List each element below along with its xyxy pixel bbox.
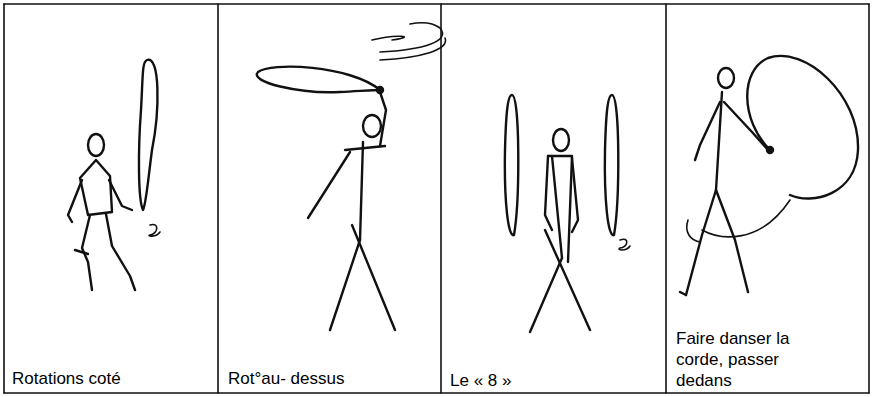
- stick-figure: [308, 92, 395, 330]
- arm: [545, 156, 552, 230]
- leg: [716, 190, 748, 292]
- rope-loop: [747, 56, 858, 199]
- motion-mark: [619, 239, 630, 250]
- table-border: [665, 4, 667, 393]
- arm: [572, 158, 578, 232]
- leg: [352, 225, 395, 330]
- torso: [80, 160, 112, 215]
- caption: Faire danser la corde, passer dedans: [676, 328, 826, 391]
- arm: [109, 180, 132, 210]
- motion-mark: [149, 225, 160, 237]
- arm: [68, 180, 82, 222]
- table-border: [4, 392, 869, 394]
- rope-loop: [257, 67, 380, 93]
- arm: [695, 102, 720, 160]
- head: [718, 68, 734, 88]
- stick-figure: [530, 129, 590, 332]
- leg: [330, 240, 360, 330]
- motion-mark: [372, 36, 404, 40]
- table-border: [440, 4, 442, 393]
- stick-figure: [680, 68, 768, 295]
- head: [363, 115, 381, 137]
- torso: [360, 142, 363, 240]
- rope-loop: [139, 60, 158, 210]
- hand: [767, 147, 773, 153]
- table-border: [3, 4, 5, 393]
- caption: Rot°au- dessus: [228, 368, 433, 389]
- motion-mark: [380, 38, 446, 60]
- leg: [530, 258, 562, 332]
- head: [553, 129, 569, 151]
- table-grid: [4, 4, 869, 393]
- caption: Le « 8 »: [450, 370, 655, 391]
- hand: [377, 87, 383, 93]
- motion-mark: [702, 200, 790, 237]
- stick-figure: [68, 134, 135, 290]
- torso: [552, 156, 562, 258]
- caption: Rotations coté: [12, 368, 212, 389]
- arm: [380, 92, 386, 146]
- motion-mark: [380, 23, 443, 52]
- leg: [686, 190, 716, 295]
- head: [88, 134, 104, 156]
- arm: [308, 152, 350, 218]
- leg: [106, 214, 135, 290]
- foot: [680, 292, 686, 295]
- table-border: [868, 4, 870, 393]
- rope-loop: [505, 95, 518, 235]
- leg: [545, 230, 590, 330]
- table-border: [217, 4, 219, 393]
- rope-loop: [605, 95, 618, 235]
- arm: [724, 102, 768, 150]
- foot: [75, 250, 88, 254]
- motion-mark: [687, 220, 700, 242]
- table-border: [4, 3, 869, 5]
